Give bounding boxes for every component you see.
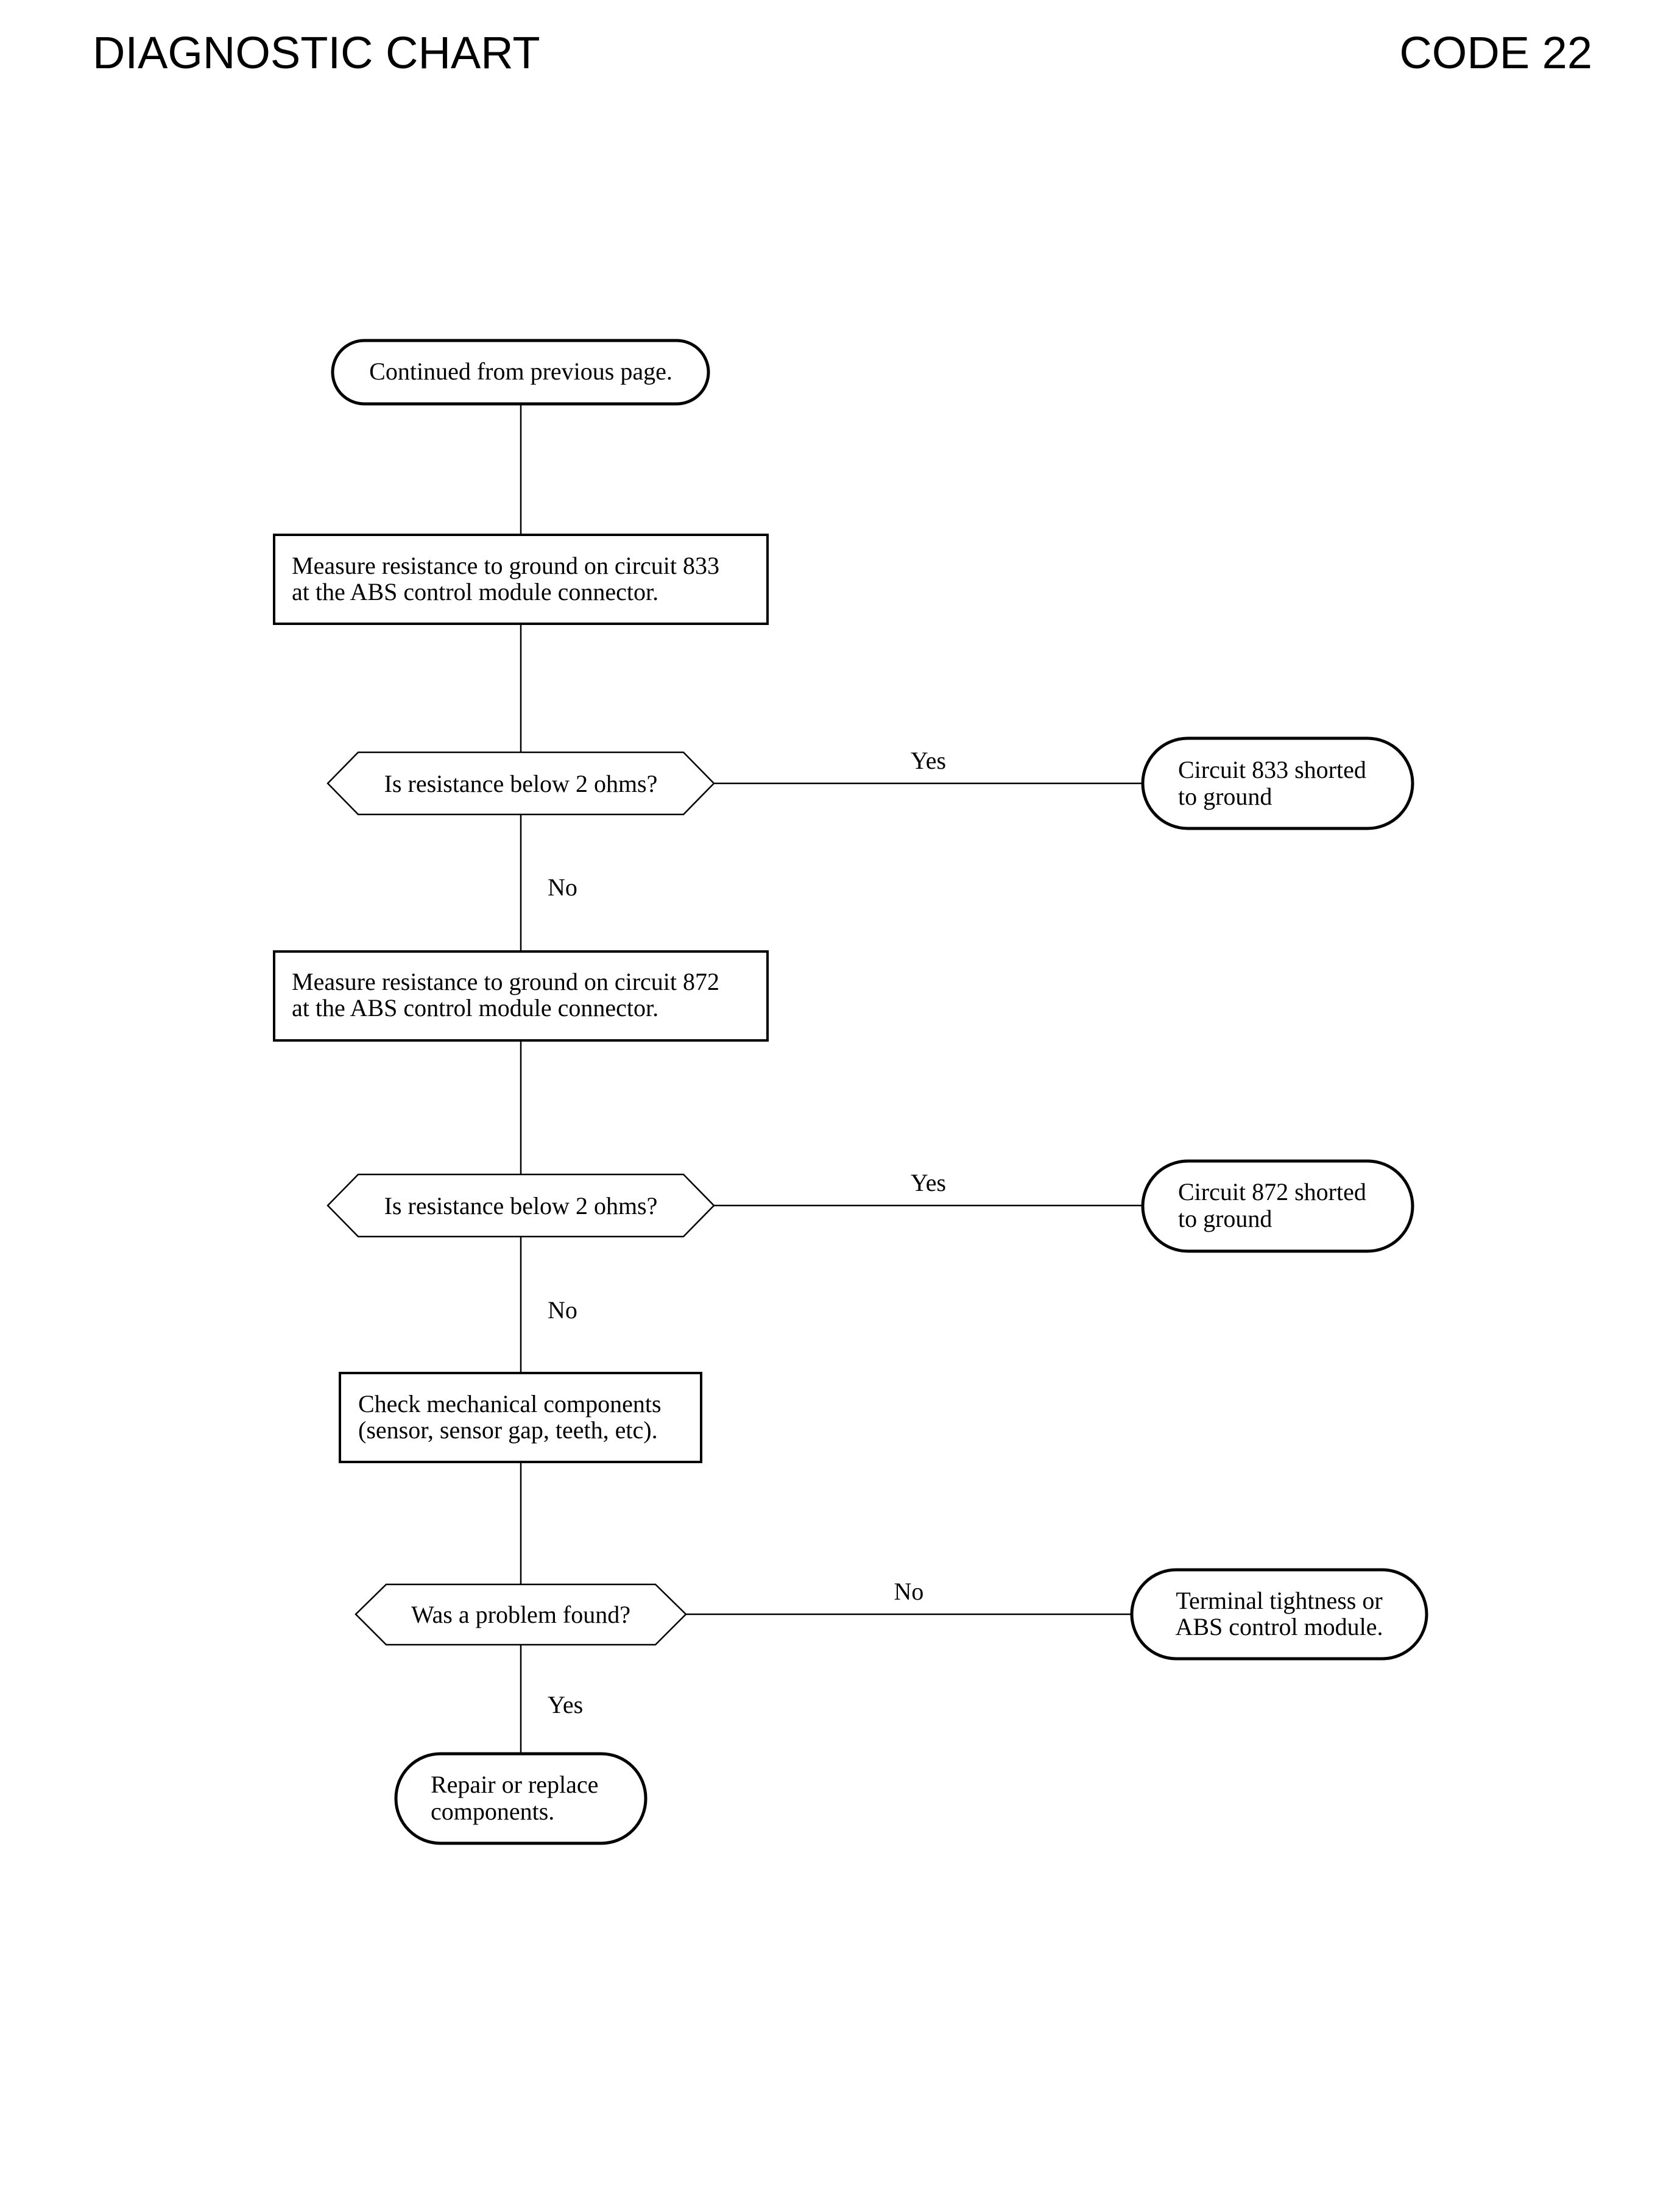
process-box-circuit-833 — [273, 534, 769, 625]
process-box-circuit-833-line2: at the ABS control module connector. — [292, 578, 658, 605]
decision-2-yes-label: Yes — [911, 1169, 946, 1196]
end-terminal-repair — [394, 1752, 648, 1845]
decision-1-yes-label: Yes — [911, 747, 946, 774]
result-terminal-terminal-tightness-line1: Terminal tightness or — [1176, 1587, 1382, 1614]
code-label: CODE 22 — [1399, 27, 1592, 78]
decision-3-no-label: No — [894, 1578, 924, 1605]
end-terminal-repair-line2: components. — [431, 1798, 554, 1825]
decision-1-no-label: No — [548, 874, 577, 901]
result-terminal-terminal-tightness — [1130, 1568, 1428, 1661]
decision-1-text: Is resistance below 2 ohms? — [384, 770, 658, 797]
decision-3-yes-label: Yes — [548, 1691, 583, 1718]
result-terminal-circuit-872-line2: to ground — [1178, 1205, 1272, 1232]
result-terminal-circuit-872 — [1141, 1159, 1414, 1253]
result-terminal-circuit-833 — [1141, 736, 1414, 830]
process-box-circuit-833-line1: Measure resistance to ground on circuit … — [292, 552, 719, 579]
process-box-mechanical — [339, 1372, 702, 1463]
start-terminal-text: Continued from previous page. — [369, 358, 672, 385]
decision-3-text: Was a problem found? — [411, 1601, 630, 1628]
decision-diamond-1 — [326, 751, 715, 816]
process-box-mechanical-line1: Check mechanical components — [358, 1390, 662, 1417]
process-box-mechanical-line2: (sensor, sensor gap, teeth, etc). — [358, 1416, 658, 1444]
decision-diamond-2 — [326, 1173, 715, 1238]
page-title: DIAGNOSTIC CHART — [93, 27, 540, 78]
decision-diamond-3 — [355, 1583, 687, 1646]
result-terminal-terminal-tightness-line2: ABS control module. — [1175, 1613, 1383, 1640]
decision-2-no-label: No — [548, 1296, 577, 1324]
process-box-circuit-872-line2: at the ABS control module connector. — [292, 994, 658, 1022]
result-terminal-circuit-833-line2: to ground — [1178, 783, 1272, 810]
process-box-circuit-872-line1: Measure resistance to ground on circuit … — [292, 968, 719, 995]
end-terminal-repair-line1: Repair or replace — [431, 1771, 598, 1798]
result-terminal-circuit-872-line1: Circuit 872 shorted — [1178, 1178, 1366, 1206]
decision-2-text: Is resistance below 2 ohms? — [384, 1192, 658, 1220]
result-terminal-circuit-833-line1: Circuit 833 shorted — [1178, 756, 1366, 783]
start-terminal — [331, 339, 710, 406]
process-box-circuit-872 — [273, 950, 769, 1042]
